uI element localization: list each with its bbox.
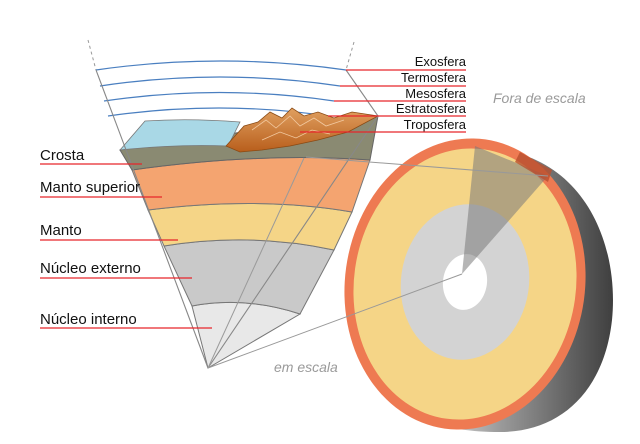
layer-label-manto-superior: Manto superior xyxy=(40,179,140,196)
mountain-ridge-detail xyxy=(251,115,345,141)
note-to-scale: em escala xyxy=(274,359,338,375)
layer-label-nucleo-externo: Núcleo externo xyxy=(40,260,141,277)
earth-sphere xyxy=(344,138,613,432)
wedge-face-divider xyxy=(207,157,305,369)
ocean xyxy=(119,119,241,151)
atmosphere-shell-estratosfera xyxy=(107,107,329,117)
sphere-wedge-cutout xyxy=(462,146,548,274)
mountain-range xyxy=(225,107,380,153)
note-not-to-scale: Fora de escala xyxy=(493,90,586,106)
atm-label-exosfera: Exosfera xyxy=(415,54,467,69)
atmosphere-shells xyxy=(95,60,347,117)
layer-label-crosta: Crosta xyxy=(40,147,85,164)
atmosphere-shell-mesosfera xyxy=(103,91,335,102)
wedge-extension-right xyxy=(345,41,355,71)
atmosphere-shell-termosfera xyxy=(99,76,341,87)
projection-line-bottom xyxy=(207,273,463,369)
sphere-inner-core xyxy=(442,254,488,310)
atm-label-mesosfera: Mesosfera xyxy=(405,86,466,101)
atm-label-termosfera: Termosfera xyxy=(401,70,467,85)
outer-core-wedge xyxy=(163,239,335,315)
projection-lines xyxy=(207,156,549,369)
wedge-extension-left xyxy=(87,39,97,71)
mountains xyxy=(225,107,380,153)
atmosphere-shell-exosfera xyxy=(95,60,347,71)
projection-line-top xyxy=(305,156,549,177)
layer-label-manto: Manto xyxy=(40,222,82,239)
atm-label-troposfera: Troposfera xyxy=(404,117,467,132)
sphere-wedge-crust-cut xyxy=(515,152,552,182)
layer-label-nucleo-interno: Núcleo interno xyxy=(40,311,137,328)
atm-label-estratosfera: Estratosfera xyxy=(396,101,467,116)
wedge-left-edge xyxy=(95,69,209,369)
layer-labels: Crosta Manto superior Manto Núcleo exter… xyxy=(40,147,212,329)
atmosphere-labels: Exosfera Termosfera Mesosfera Estratosfe… xyxy=(300,54,467,133)
earth-wedge xyxy=(87,39,380,369)
